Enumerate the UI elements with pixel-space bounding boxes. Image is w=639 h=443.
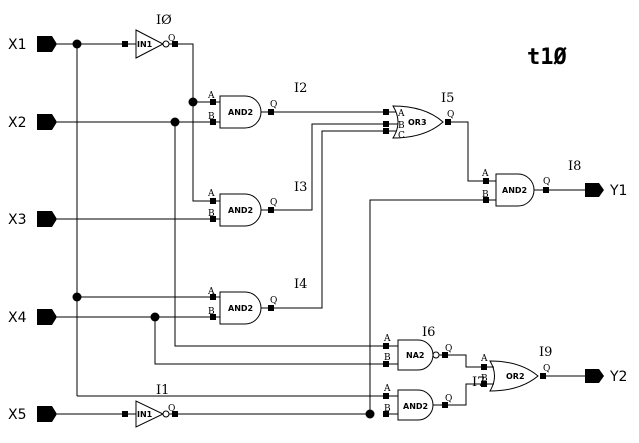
input-label-x3: X3	[8, 212, 27, 228]
gate-i3[interactable]: A B Q AND2 I3	[207, 180, 307, 227]
pin-b: B	[481, 374, 488, 384]
gate-i5[interactable]: A B C Q OR3 I5	[383, 91, 454, 141]
input-port-x2[interactable]: X2	[8, 114, 57, 131]
gate-i8[interactable]: A B Q AND2 I8	[481, 159, 581, 207]
gate-i9[interactable]: A B Q OR2 I9	[480, 345, 552, 392]
junctions	[72, 39, 375, 419]
pin-q: Q	[168, 34, 175, 44]
gate-i6-name: I6	[422, 325, 435, 340]
pin-q: Q	[445, 344, 452, 354]
pin-a: A	[480, 354, 488, 364]
gate-i0-name: IØ	[156, 13, 172, 28]
output-port-y2[interactable]: Y2	[585, 369, 627, 385]
gate-i2-name: I2	[294, 81, 307, 96]
input-label-x4: X4	[8, 310, 27, 326]
input-label-x1: X1	[8, 37, 27, 53]
pin-b: B	[398, 121, 405, 131]
pin-q: Q	[543, 364, 550, 374]
gate-i3-type: AND2	[228, 206, 253, 215]
junction-x4	[150, 312, 160, 322]
gate-i9-name: I9	[539, 345, 552, 360]
pin-a: A	[481, 169, 489, 179]
junction-i0-out	[188, 97, 198, 107]
pin-b: B	[208, 307, 215, 317]
gate-i1[interactable]: IN1 Q I1	[122, 383, 178, 428]
input-port-x4[interactable]: X4	[8, 309, 57, 326]
pin-q: Q	[543, 177, 550, 187]
input-port-x5[interactable]: X5	[8, 406, 57, 423]
gate-i4[interactable]: A B Q AND2 I4	[207, 277, 307, 325]
gate-i6-type: NA2	[406, 351, 424, 360]
pin-a: A	[383, 384, 391, 394]
gate-i4-type: AND2	[228, 304, 253, 313]
output-label-y2: Y2	[609, 369, 627, 385]
pin-a: A	[207, 91, 215, 101]
pin-q: Q	[270, 296, 277, 306]
pin-c: C	[398, 131, 405, 141]
pin-b: B	[384, 353, 391, 363]
gate-i1-name: I1	[156, 383, 169, 398]
pin-a: A	[383, 334, 391, 344]
output-port-y1[interactable]: Y1	[585, 183, 627, 199]
gate-i4-name: I4	[294, 277, 307, 292]
junction-x2	[170, 117, 180, 127]
gate-i2[interactable]: A B Q AND2 I2	[207, 81, 307, 129]
pin-q: Q	[168, 404, 175, 414]
gate-i8-name: I8	[568, 159, 581, 174]
pin-q: Q	[445, 394, 452, 404]
junction-x5-not	[365, 409, 375, 419]
pin-b: B	[208, 112, 215, 122]
pin-a: A	[397, 109, 405, 119]
wires	[57, 43, 585, 415]
input-port-x1[interactable]: X1	[8, 36, 57, 53]
output-label-y1: Y1	[609, 183, 627, 199]
gate-i3-name: I3	[294, 180, 307, 195]
pin-q: Q	[270, 198, 277, 208]
pin-b: B	[208, 209, 215, 219]
gate-i7-type: AND2	[403, 402, 428, 411]
gate-i0[interactable]: IN1 Q IØ	[122, 13, 178, 59]
gate-i0-type: IN1	[137, 40, 153, 49]
gate-i6[interactable]: A B Q NA2 I6	[370, 325, 452, 371]
gate-i5-name: I5	[441, 91, 454, 106]
pin-b: B	[482, 190, 489, 200]
junction-x1-lower	[72, 292, 82, 302]
pin-q: Q	[270, 100, 277, 110]
gate-i5-type: OR3	[408, 118, 427, 127]
gate-i8-type: AND2	[502, 186, 527, 195]
pin-a: A	[207, 287, 215, 297]
pin-b: B	[384, 404, 391, 414]
junction-x1	[72, 39, 82, 49]
gate-i2-type: AND2	[228, 108, 253, 117]
gate-i1-type: IN1	[137, 410, 153, 419]
input-port-x3[interactable]: X3	[8, 211, 57, 228]
gate-i9-type: OR2	[506, 372, 525, 381]
pin-q: Q	[447, 110, 454, 120]
input-label-x2: X2	[8, 115, 27, 131]
diagram-title: t1Ø	[527, 45, 567, 70]
input-label-x5: X5	[8, 407, 27, 423]
pin-a: A	[207, 189, 215, 199]
gate-i7[interactable]: A B Q AND2 I7	[370, 375, 485, 421]
